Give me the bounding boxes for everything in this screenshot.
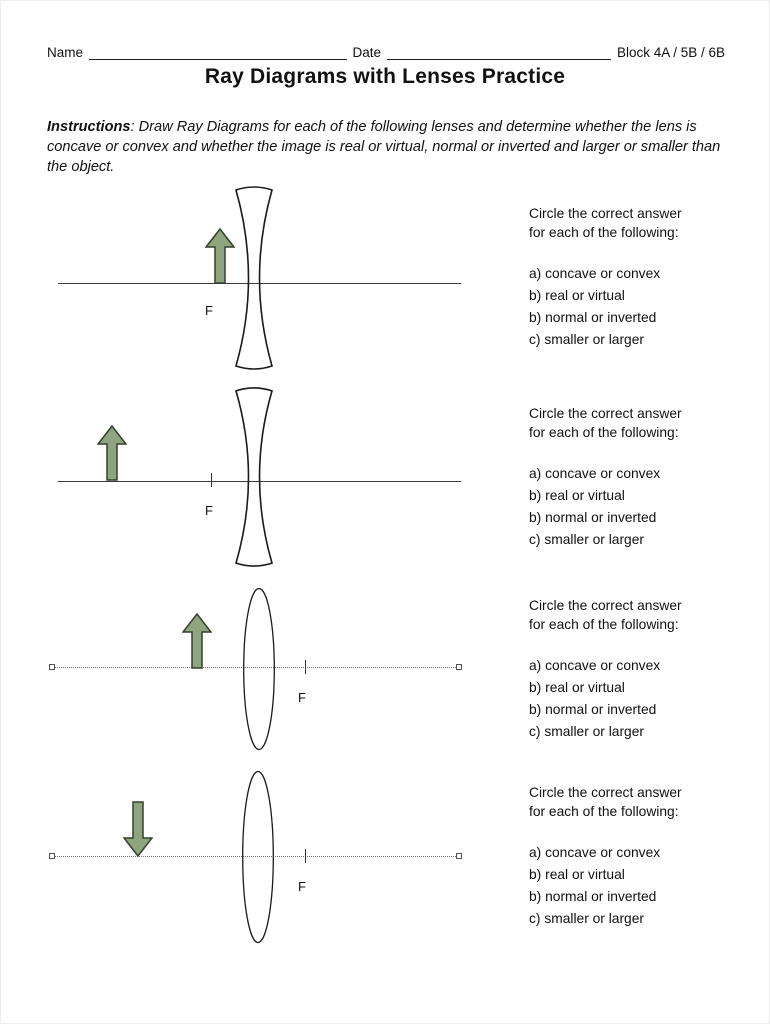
prompt-line: for each of the following: <box>529 803 679 819</box>
diagram4-line-endpoint-left <box>49 853 55 859</box>
question-block-4: Circle the correct answer for each of th… <box>529 784 743 930</box>
prompt-line: for each of the following: <box>529 424 679 440</box>
option-real-virtual: b) real or virtual <box>529 680 625 695</box>
prompt-line: for each of the following: <box>529 616 679 632</box>
question-block-1: Circle the correct answer for each of th… <box>529 205 743 351</box>
diagram4-focal-label: F <box>298 879 306 894</box>
diagram4-biconvex-lens-icon <box>242 770 274 944</box>
diagram3-object-arrow-up-icon <box>182 613 212 669</box>
option-normal-inverted: b) normal or inverted <box>529 510 657 525</box>
prompt-line: Circle the correct answer <box>529 406 682 421</box>
prompt-line: Circle the correct answer <box>529 785 682 800</box>
diagram2-biconcave-lens-icon <box>235 387 273 567</box>
option-real-virtual: b) real or virtual <box>529 288 625 303</box>
diagram4-object-arrow-down-icon <box>123 801 153 857</box>
option-concave-convex: a) concave or convex <box>529 266 661 281</box>
option-real-virtual: b) real or virtual <box>529 488 625 503</box>
option-smaller-larger: c) smaller or larger <box>529 332 644 347</box>
option-concave-convex: a) concave or convex <box>529 466 661 481</box>
prompt-line: for each of the following: <box>529 224 679 240</box>
diagram4-axis-line <box>53 856 458 857</box>
date-blank-line[interactable] <box>387 47 611 60</box>
diagram2-focal-tick <box>211 473 213 487</box>
diagram3-focal-label: F <box>298 690 306 705</box>
page-title: Ray Diagrams with Lenses Practice <box>204 65 566 88</box>
diagram2-focal-label: F <box>205 503 213 518</box>
option-smaller-larger: c) smaller or larger <box>529 911 644 926</box>
name-label: Name <box>47 45 84 60</box>
header: Name Date Block 4A / 5B / 6B <box>47 45 725 60</box>
prompt-line: Circle the correct answer <box>529 206 682 221</box>
option-normal-inverted: b) normal or inverted <box>529 889 657 904</box>
instructions-label: Instructions <box>47 119 131 135</box>
diagram1-biconcave-lens-icon <box>235 186 273 370</box>
diagram4-focal-tick <box>305 849 307 863</box>
diagram3-axis-line <box>53 667 458 668</box>
prompt-line: Circle the correct answer <box>529 598 682 613</box>
instructions: Instructions: Draw Ray Diagrams for each… <box>47 118 731 178</box>
diagram4-line-endpoint-right <box>456 853 462 859</box>
option-concave-convex: a) concave or convex <box>529 658 661 673</box>
option-smaller-larger: c) smaller or larger <box>529 532 644 547</box>
diagram3-line-endpoint-right <box>456 664 462 670</box>
option-normal-inverted: b) normal or inverted <box>529 702 657 717</box>
date-label: Date <box>352 45 382 60</box>
diagram1-object-arrow-up-icon <box>205 228 235 284</box>
block-label: Block 4A / 5B / 6B <box>616 45 725 60</box>
option-smaller-larger: c) smaller or larger <box>529 724 644 739</box>
name-blank-line[interactable] <box>89 47 347 60</box>
option-concave-convex: a) concave or convex <box>529 845 661 860</box>
diagram3-biconvex-lens-icon <box>243 587 275 751</box>
diagram3-focal-tick <box>305 660 307 674</box>
question-block-3: Circle the correct answer for each of th… <box>529 597 743 743</box>
diagram2-object-arrow-up-icon <box>97 425 127 481</box>
diagram1-focal-label: F <box>205 303 213 318</box>
option-real-virtual: b) real or virtual <box>529 867 625 882</box>
instructions-text: : Draw Ray Diagrams for each of the foll… <box>47 119 721 175</box>
option-normal-inverted: b) normal or inverted <box>529 310 657 325</box>
diagram3-line-endpoint-left <box>49 664 55 670</box>
question-block-2: Circle the correct answer for each of th… <box>529 405 743 551</box>
